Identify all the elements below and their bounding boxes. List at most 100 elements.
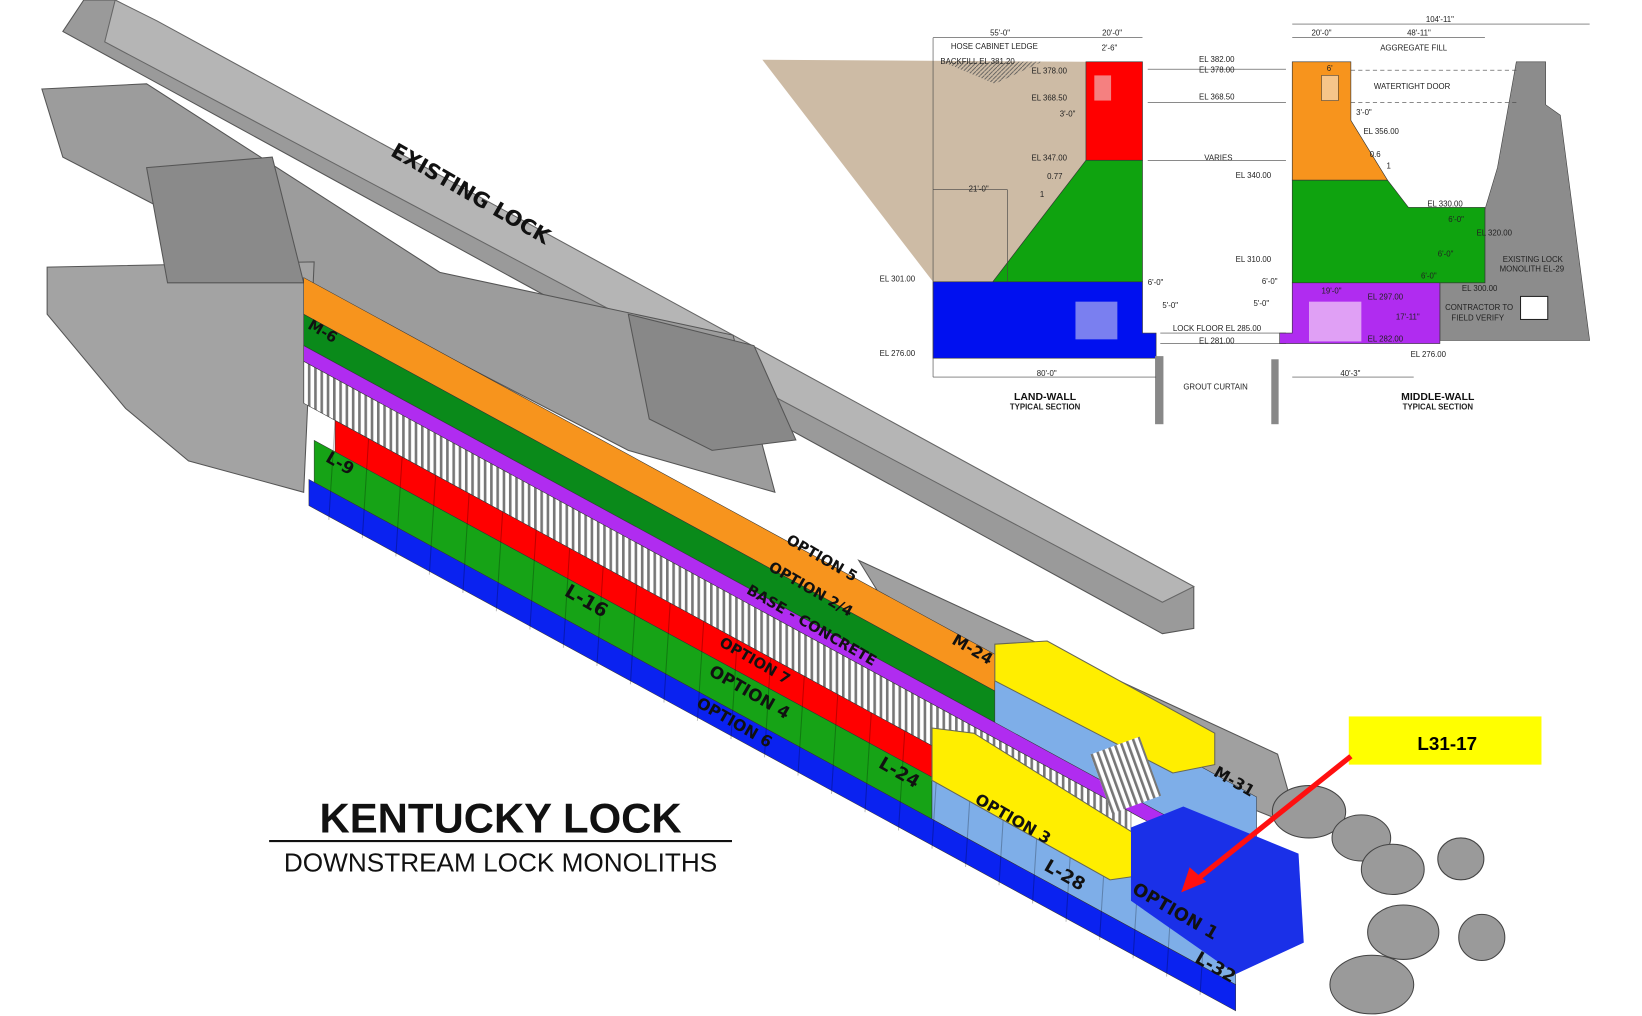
- elevation-label: EL 340.00: [1236, 171, 1272, 180]
- land-wall-section: 55'-0" 20'-0" 2'-6" 21'-0" 80'-0" 6'-0" …: [762, 29, 1286, 425]
- monolith-bands: [303, 277, 1257, 1012]
- page-subtitle: DOWNSTREAM LOCK MONOLITHS: [284, 847, 717, 877]
- elevation-label: EL 297.00: [1368, 293, 1404, 302]
- dim-label: 3'-0": [1356, 108, 1372, 117]
- slope-label: 0.6: [1370, 150, 1382, 159]
- page-title: KENTUCKY LOCK: [320, 795, 682, 842]
- monolith-joint: [328, 420, 336, 520]
- land-wall-blue-base: [932, 281, 1157, 359]
- dim-label: 20'-0": [1102, 29, 1122, 38]
- callout-label: L31-17: [1417, 733, 1477, 754]
- slope-label: 0.77: [1047, 172, 1062, 181]
- middle-wall-dimension-lines: [1292, 23, 1590, 378]
- dim-label: 20'-0": [1312, 29, 1332, 38]
- dim-label: 19'-0": [1322, 286, 1342, 295]
- elevation-label: EL 310.00: [1236, 255, 1272, 264]
- monolith-joint: [428, 475, 437, 575]
- monolith-joint: [529, 529, 537, 630]
- dim-label: 6'-0": [1421, 272, 1437, 281]
- monolith-joint: [864, 712, 872, 813]
- monolith-joint: [495, 511, 504, 612]
- elevation-label: LOCK FLOOR EL 285.00: [1173, 324, 1262, 333]
- note-label: HOSE CABINET LEDGE: [951, 42, 1038, 51]
- land-wall-culvert: [1075, 301, 1118, 340]
- elevation-label: EL 368.50: [1199, 93, 1235, 102]
- monolith-joint: [830, 694, 839, 794]
- elevation-label: EL 320.00: [1477, 229, 1513, 238]
- backfill-hatch: [942, 61, 1042, 84]
- gate-grating: [1090, 736, 1162, 814]
- note-label: GROUT CURTAIN: [1183, 383, 1248, 392]
- land-wall-title: LAND-WALL: [1014, 392, 1077, 403]
- elevation-label: EL 301.00: [880, 275, 916, 284]
- title-block: KENTUCKY LOCK DOWNSTREAM LOCK MONOLITHS: [269, 795, 732, 877]
- dim-label: 6': [1327, 64, 1333, 73]
- middle-wall-section: 104'-11" 20'-0" 48'-11" 6' 3'-0" 0.6 1 6…: [1236, 15, 1590, 425]
- monolith-joint: [797, 676, 805, 776]
- elevation-label: EL 378.00: [1199, 65, 1235, 74]
- note-label: AGGREGATE FILL: [1380, 43, 1448, 52]
- slope-label: 1: [1040, 190, 1044, 199]
- monolith-joint: [730, 639, 738, 740]
- grout-curtain: [1155, 356, 1164, 425]
- monolith-joint: [596, 566, 604, 667]
- dim-label: 40'-3": [1340, 369, 1360, 378]
- monolith-joint: [462, 493, 470, 593]
- monolith-joint: [663, 603, 671, 703]
- dim-label: 80'-0": [1037, 369, 1057, 378]
- dim-label: 55'-0": [990, 29, 1010, 38]
- middle-wall-green-segment: [1291, 179, 1486, 284]
- dim-label: 5'-0": [1162, 301, 1178, 310]
- dim-label: 6'-0": [1438, 250, 1454, 259]
- note-label: EXISTING LOCK: [1503, 255, 1564, 264]
- elevation-label: EL 347.00: [1031, 153, 1067, 162]
- elevation-label: EL 281.00: [1199, 337, 1235, 346]
- dim-label: 6'-0": [1148, 278, 1164, 287]
- callout-arrow: [1192, 754, 1353, 884]
- monolith-joint: [629, 584, 638, 685]
- middle-wall-title: MIDDLE-WALL: [1401, 392, 1475, 403]
- land-wall-subtitle: TYPICAL SECTION: [1010, 403, 1081, 412]
- dim-label: 2'-6": [1102, 43, 1118, 52]
- mooring-cells: [1271, 785, 1506, 1015]
- elevation-label: EL 330.00: [1427, 199, 1463, 208]
- monolith-joint: [395, 456, 403, 557]
- watertight-door: [1321, 75, 1339, 101]
- middle-wall-orange-segment: [1291, 61, 1389, 181]
- dim-label: 17'-11": [1396, 312, 1420, 321]
- elevation-label: EL 276.00: [1411, 350, 1447, 359]
- elevation-label: EL 382.00: [1199, 55, 1235, 64]
- elevation-label: EL 282.00: [1368, 334, 1404, 343]
- monolith-joint: [897, 730, 906, 831]
- option-yellow-blocks: [931, 640, 1304, 975]
- dim-label: 21'-0": [969, 185, 989, 194]
- monolith-joint: [696, 621, 705, 721]
- monolith-joint: [763, 657, 772, 758]
- middle-wall-subtitle: TYPICAL SECTION: [1403, 403, 1474, 412]
- elevation-label: EL 276.00: [880, 349, 916, 358]
- hose-cabinet: [1094, 75, 1112, 101]
- existing-culvert: [1520, 295, 1549, 320]
- monolith-joint: [562, 548, 571, 648]
- note-label: BACKFILL EL 381.20: [940, 57, 1015, 66]
- dim-label: 48'-11": [1407, 29, 1431, 38]
- note-label: MONOLITH EL-29: [1500, 264, 1565, 273]
- note-label: FIELD VERIFY: [1451, 314, 1505, 323]
- note-label: CONTRACTOR TO: [1445, 303, 1513, 312]
- elevation-label: EL 300.00: [1462, 284, 1498, 293]
- dim-label: 6'-0": [1262, 277, 1278, 286]
- option-5-block: [994, 640, 1216, 774]
- elevation-label: EL 356.00: [1363, 127, 1399, 136]
- middle-wall-culvert: [1308, 301, 1362, 342]
- dim-label: 3'-0": [1060, 109, 1076, 118]
- note-label: WATERTIGHT DOOR: [1374, 82, 1451, 91]
- existing-lock-structure: [41, 0, 1300, 829]
- elevation-label: EL 378.00: [1031, 66, 1067, 75]
- dim-label: 6'-0": [1448, 215, 1464, 224]
- elevation-label: EL 368.50: [1031, 94, 1067, 103]
- water-level-label: VARIES: [1204, 153, 1232, 162]
- slope-label: 1: [1386, 162, 1390, 171]
- monolith-joint: [361, 438, 370, 539]
- land-wall-dimension-lines: [932, 37, 1286, 378]
